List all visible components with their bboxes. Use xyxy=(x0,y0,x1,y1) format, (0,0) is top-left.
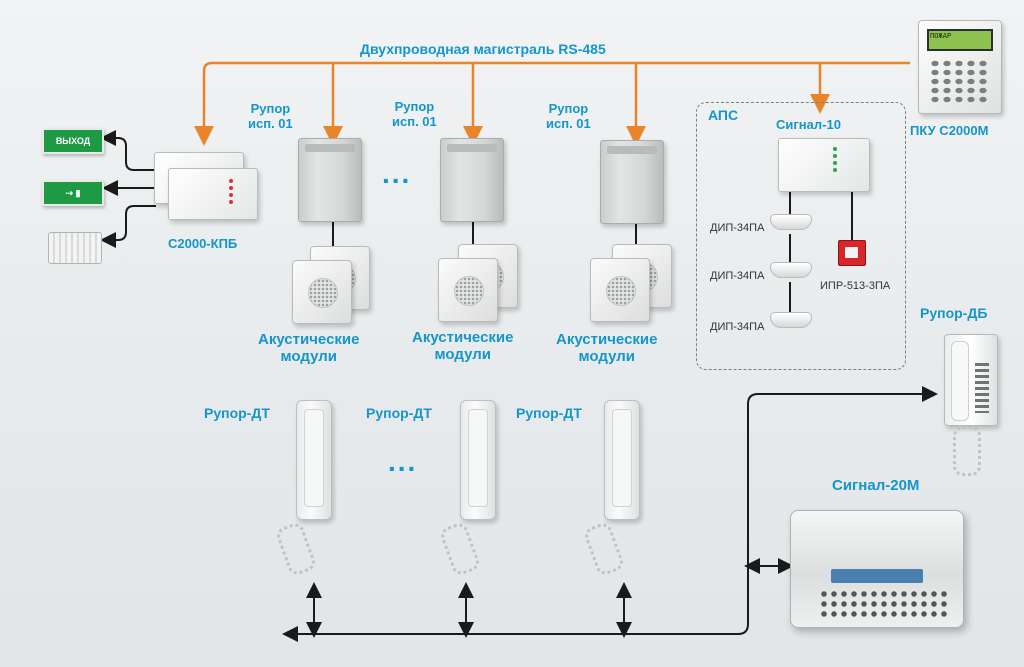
horn-amplifier-3 xyxy=(600,140,664,224)
exit-sign: ВЫХОД xyxy=(42,128,104,154)
manual-call-point-label: ИПР-513-3ПА xyxy=(820,280,891,292)
signal10-label: Сигнал-10 xyxy=(776,117,841,132)
bus-title: Двухпроводная магистраль RS-485 xyxy=(360,41,606,57)
rs485-bus xyxy=(194,61,910,146)
siren-icon xyxy=(48,232,102,264)
manual-call-point-icon xyxy=(838,240,866,266)
modules-label-1: Акустические модули xyxy=(258,331,360,365)
exit-arrow-sign-icon: ⇢ ▮ xyxy=(42,180,104,206)
rupor-db-cord xyxy=(953,426,981,476)
intercom-handset-3 xyxy=(604,400,640,520)
horn-label-3: Рупор исп. 01 xyxy=(546,101,591,131)
intercom-handset-2 xyxy=(460,400,496,520)
horn-amplifier-2 xyxy=(440,138,504,222)
intercom-label-1: Рупор-ДТ xyxy=(204,405,270,421)
horn-label-2: Рупор исп. 01 xyxy=(392,99,437,129)
intercom-label-3: Рупор-ДТ xyxy=(516,405,582,421)
speaker-3 xyxy=(590,258,650,322)
detector-label-2: ДИП-34ПА xyxy=(710,270,765,282)
intercom-label-2: Рупор-ДТ xyxy=(366,405,432,421)
smoke-detector-3 xyxy=(770,312,812,328)
pku-keypad xyxy=(929,59,989,105)
signal20m-label: Сигнал-20М xyxy=(832,477,920,494)
speaker-2 xyxy=(438,258,498,322)
horn-amplifier-1 xyxy=(298,138,362,222)
ellipsis-intercoms: ... xyxy=(388,446,418,477)
detector-label-3: ДИП-34ПА xyxy=(710,321,765,333)
aps-group xyxy=(696,102,906,370)
ellipsis-horns: ... xyxy=(382,158,412,189)
modules-label-3: Акустические модули xyxy=(556,331,658,365)
pku-label: ПКУ С2000М xyxy=(910,123,989,138)
smoke-detector-2 xyxy=(770,262,812,278)
smoke-detector-1 xyxy=(770,214,812,230)
detector-label-1: ДИП-34ПА xyxy=(710,222,765,234)
rupor-db-device xyxy=(944,334,998,426)
horn-label-1: Рупор исп. 01 xyxy=(248,101,293,131)
pku-device: ПОЖАР xyxy=(918,20,1002,114)
speaker-1 xyxy=(292,260,352,324)
kpb-device xyxy=(168,168,258,220)
signal20m-device xyxy=(790,510,964,628)
aps-label: АПС xyxy=(708,107,739,123)
modules-label-2: Акустические модули xyxy=(412,329,514,363)
rupor-db-label: Рупор-ДБ xyxy=(920,305,988,321)
signal10-device xyxy=(778,138,870,192)
pku-screen: ПОЖАР xyxy=(927,29,993,51)
intercom-handset-1 xyxy=(296,400,332,520)
kpb-label: С2000-КПБ xyxy=(168,236,238,251)
